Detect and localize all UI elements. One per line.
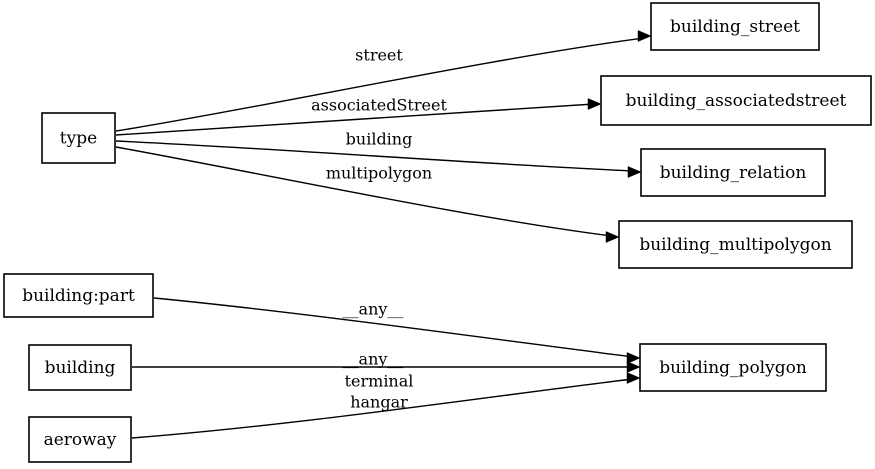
edge-building-to-building_polygon <box>132 361 641 373</box>
edge-labels-layer: street associatedStreet building multipolyg… <box>311 46 447 412</box>
arrowhead-icon <box>637 30 652 42</box>
node-label: building_associatedstreet <box>626 91 847 111</box>
node-label: building_street <box>670 17 800 37</box>
node-label: building_relation <box>660 163 807 183</box>
edge-label: building <box>346 130 413 149</box>
arrowhead-icon <box>626 352 641 364</box>
node-box[interactable] <box>3 273 154 318</box>
node-building_polygon[interactable]: building_polygon <box>639 343 827 392</box>
node-building_associatedstreet[interactable]: building_associatedstreet <box>600 75 872 126</box>
edge-building_part-to-building_polygon <box>153 297 641 364</box>
arrowhead-icon <box>605 231 620 243</box>
node-label: type <box>60 129 97 149</box>
node-label: aeroway <box>44 430 117 450</box>
arrowhead-icon <box>626 361 641 373</box>
node-box[interactable] <box>28 344 132 391</box>
nodes-layer: type building_street building_associatedst… <box>3 2 872 463</box>
edges-layer <box>115 30 652 439</box>
edge-line <box>115 103 595 136</box>
arrowhead-icon <box>626 372 641 384</box>
node-building_street[interactable]: building_street <box>650 2 820 51</box>
node-label: building_polygon <box>659 358 807 378</box>
edge-aeroway-to-building_polygon <box>131 372 641 439</box>
edge-type-to-building_street <box>115 30 652 132</box>
edge-label: hangar <box>350 393 408 412</box>
node-box[interactable] <box>639 343 827 392</box>
arrowhead-icon <box>587 98 602 110</box>
node-label: building <box>45 358 116 378</box>
edge-type-to-building_associatedstreet <box>115 98 602 136</box>
node-building[interactable]: building <box>28 344 132 391</box>
edge-line <box>115 37 645 132</box>
node-building_multipolygon[interactable]: building_multipolygon <box>618 220 853 269</box>
edge-line <box>153 297 634 358</box>
node-label: building:part <box>22 286 135 306</box>
node-box[interactable] <box>28 416 132 463</box>
edge-label: associatedStreet <box>311 96 447 115</box>
edge-line <box>115 140 635 172</box>
edge-label: __any__ <box>343 300 404 319</box>
edge-label: __any__ <box>343 350 404 369</box>
node-box[interactable] <box>650 2 820 51</box>
node-box[interactable] <box>640 148 826 197</box>
node-building_relation[interactable]: building_relation <box>640 148 826 197</box>
node-building_part[interactable]: building:part <box>3 273 154 318</box>
node-label: building_multipolygon <box>639 235 831 255</box>
edge-label: multipolygon <box>326 164 432 183</box>
edge-line <box>115 146 613 237</box>
edge-type-to-building_multipolygon <box>115 146 620 243</box>
arrowhead-icon <box>627 166 642 178</box>
edge-label: terminal <box>345 372 414 391</box>
node-type[interactable]: type <box>41 112 116 164</box>
node-aeroway[interactable]: aeroway <box>28 416 132 463</box>
edge-type-to-building_relation <box>115 140 642 178</box>
node-box[interactable] <box>41 112 116 164</box>
edge-line <box>131 378 634 439</box>
edge-label: street <box>355 46 403 65</box>
node-box[interactable] <box>618 220 853 269</box>
node-box[interactable] <box>600 75 872 126</box>
